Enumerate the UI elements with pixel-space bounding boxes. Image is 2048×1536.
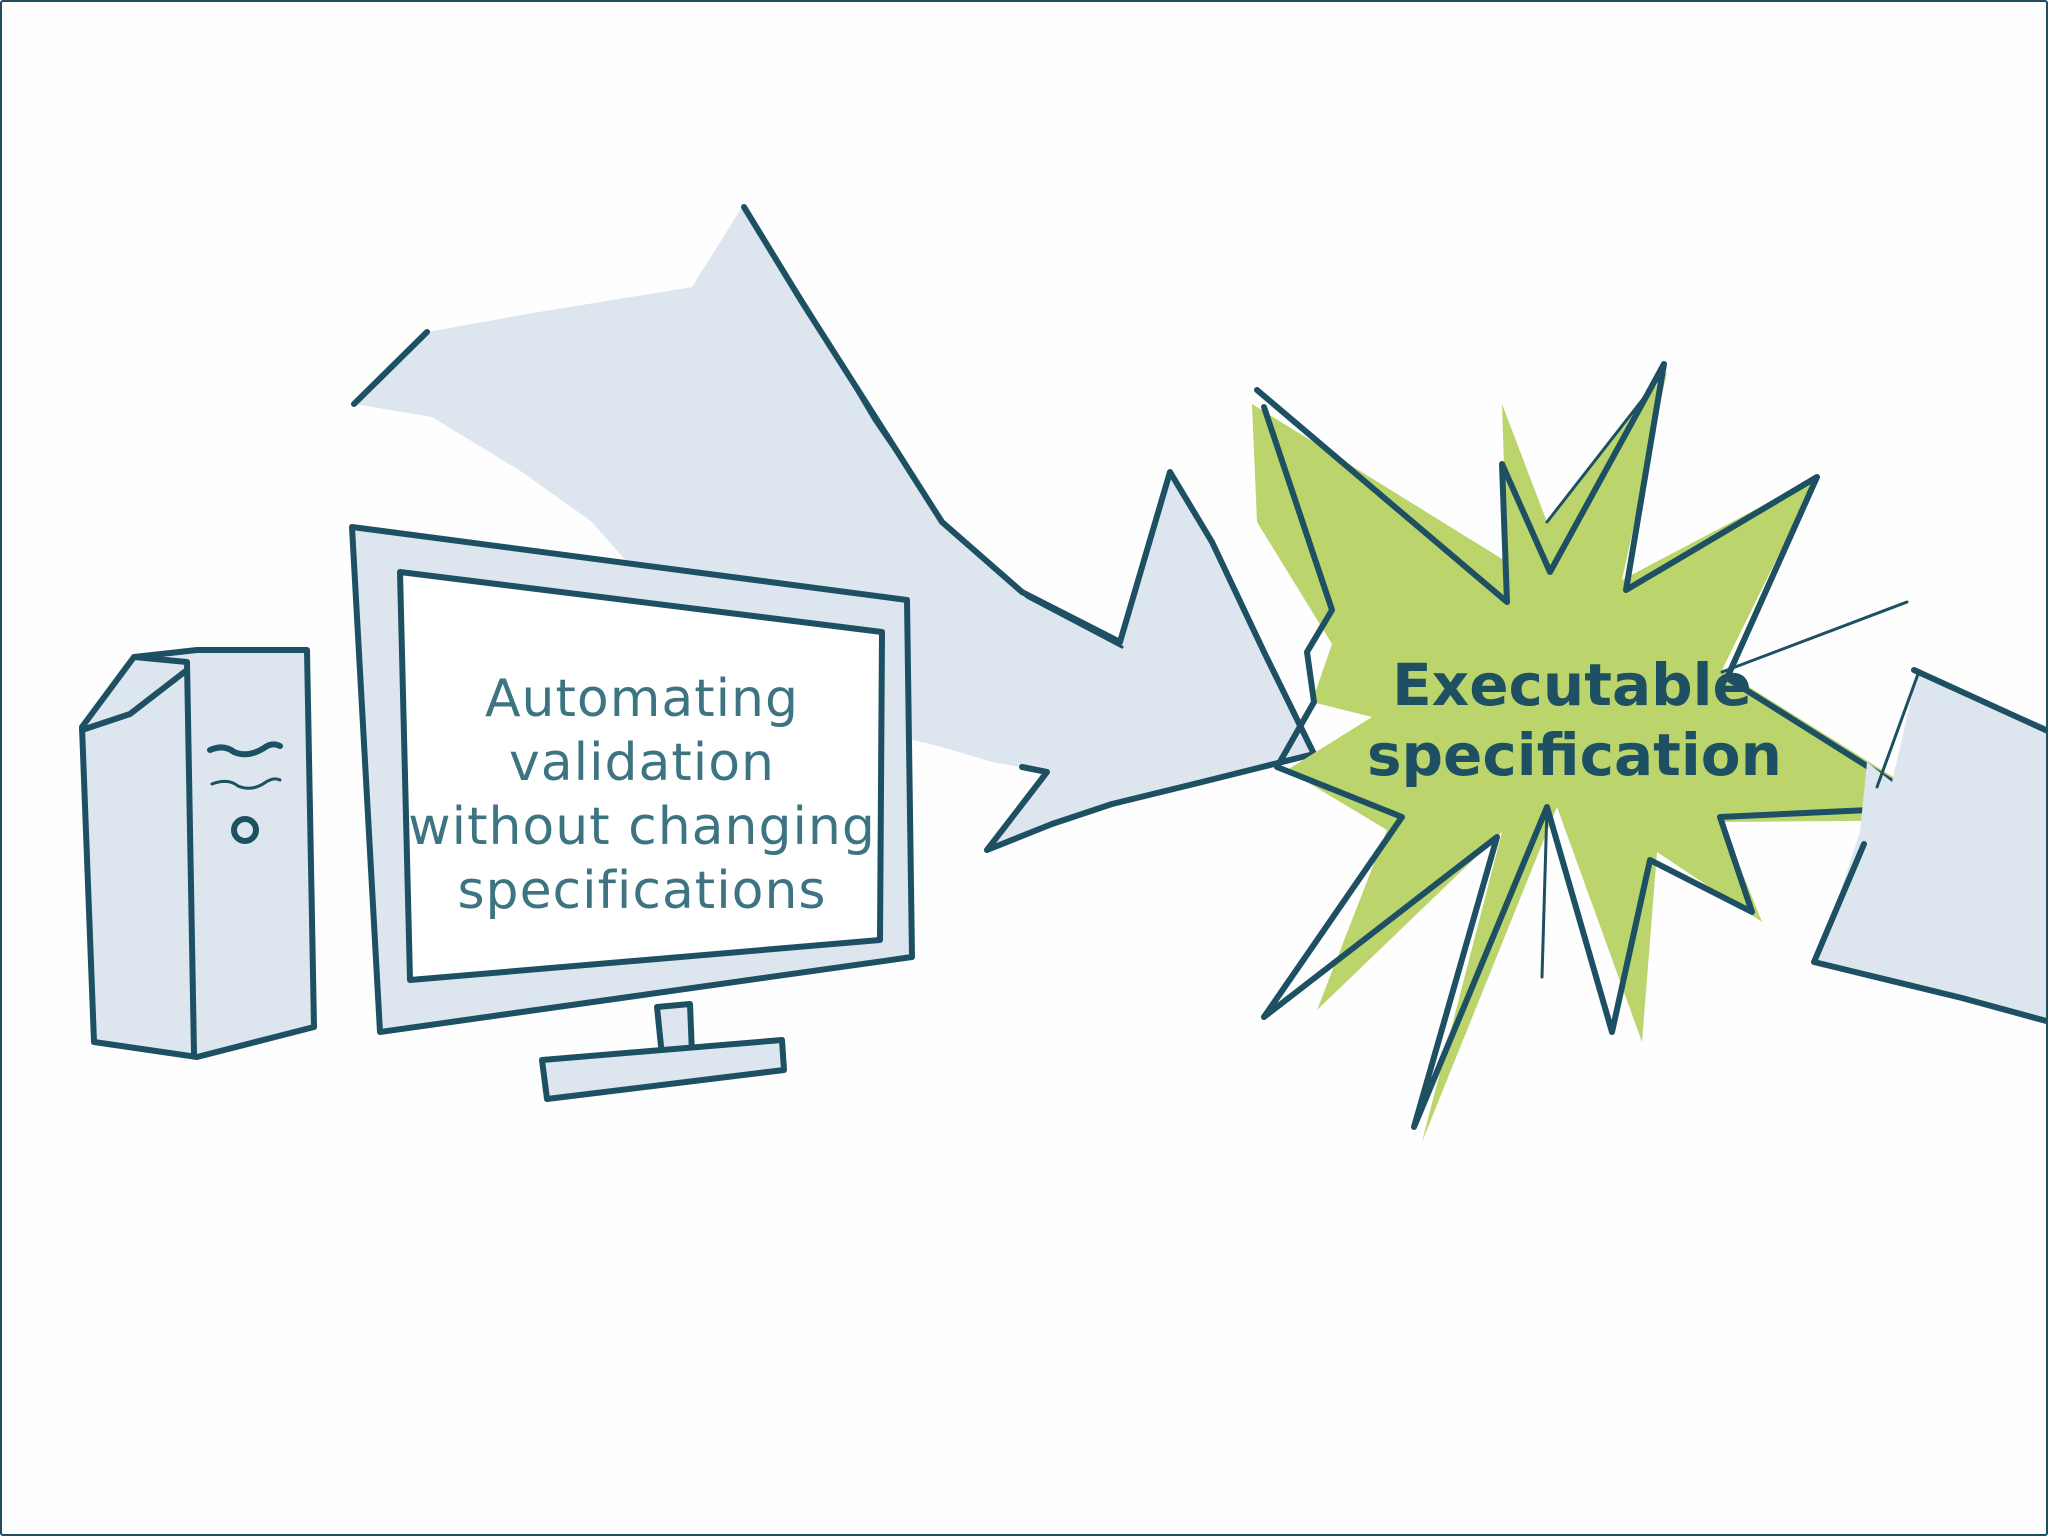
starburst-outline [1540, 370, 1909, 979]
arrow-edge [1172, 478, 1312, 749]
starburst-shape [1252, 372, 1962, 1142]
monitor-stand-base [542, 1040, 784, 1099]
monitor-caption: Automating validation without changing s… [408, 669, 876, 921]
monitor-outline [349, 524, 915, 1035]
starburst-outline [1254, 361, 1935, 1130]
tower-body [82, 650, 314, 1057]
exit-arrow-shape [1817, 674, 2046, 1021]
tower-edge [79, 654, 197, 1057]
monitor-stand-outline [539, 1037, 787, 1102]
curved-arrow-shape [354, 207, 1312, 847]
monitor-stand-neck [657, 1004, 692, 1056]
power-button [231, 816, 259, 844]
computer-tower-icon [79, 647, 317, 1060]
arrow-edge [1811, 667, 2046, 1025]
tower-slot [207, 741, 283, 758]
monitor-icon [349, 524, 915, 1102]
arrow-edge [1875, 672, 1920, 789]
monitor-screen-outline [397, 569, 885, 983]
arrow-icon [1811, 667, 2046, 1025]
starburst-caption: Executable specification [1367, 651, 1782, 789]
starburst-icon [1252, 361, 1962, 1142]
tower-slot [210, 777, 282, 790]
arrow-icon [351, 204, 1317, 853]
arrow-edge [747, 212, 1124, 649]
arrow-edge [351, 329, 1050, 853]
monitor-screen [400, 572, 882, 980]
